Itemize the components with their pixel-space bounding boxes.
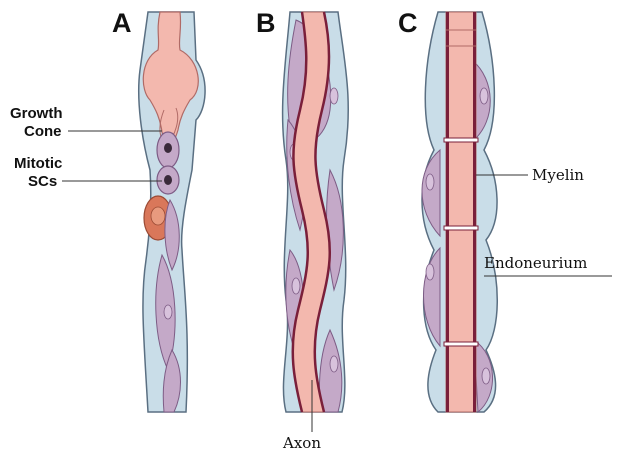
mitotic-nucleus-1 (164, 143, 172, 153)
label-growth-cone-line1: Growth (10, 105, 63, 122)
panel-a (139, 12, 205, 412)
mitotic-nucleus-2 (164, 175, 172, 185)
label-growth-cone-line2: Cone (24, 123, 62, 140)
axon-c (446, 12, 476, 412)
label-mitotic-line2: SCs (28, 173, 57, 190)
myelin-c-right (473, 12, 476, 412)
schwann-cell-c3 (424, 248, 441, 346)
label-axon: Axon (282, 434, 321, 452)
myelin-c-left (446, 12, 449, 412)
panel-b (283, 12, 349, 412)
panel-letter-a: A (112, 8, 132, 38)
panel-letter-b: B (256, 8, 276, 38)
label-myelin: Myelin (532, 166, 584, 184)
label-mitotic-line1: Mitotic (14, 155, 62, 172)
label-endoneurium: Endoneurium (484, 254, 587, 272)
panel-c (422, 12, 497, 412)
panel-letter-c: C (398, 8, 418, 38)
